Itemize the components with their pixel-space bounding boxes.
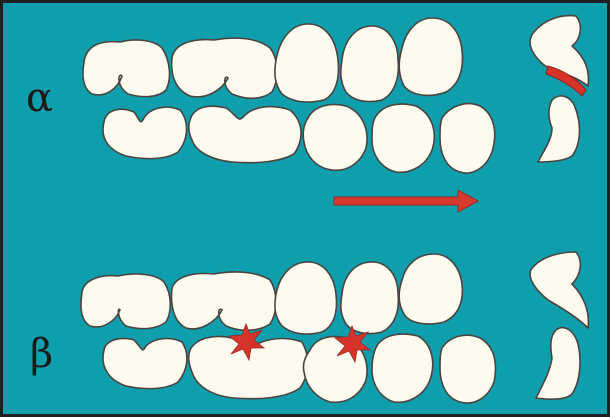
- beta-upper-premolar-2: [341, 262, 399, 334]
- panel-label-alpha: α: [26, 78, 53, 118]
- alpha-lower-molar-2: [189, 106, 301, 163]
- alpha-lower-premolar-1: [303, 105, 367, 171]
- beta-upper-molar-2: [172, 272, 276, 330]
- beta-lower-canine: [440, 335, 495, 403]
- alpha-upper-molar-1: [83, 40, 170, 97]
- alpha-lower-canine: [440, 104, 495, 173]
- alpha-upper-premolar-2: [341, 26, 399, 102]
- beta-upper-molar-1: [81, 274, 170, 329]
- panel-label-beta: β: [30, 334, 53, 374]
- alpha-lower-premolar-2: [372, 104, 434, 172]
